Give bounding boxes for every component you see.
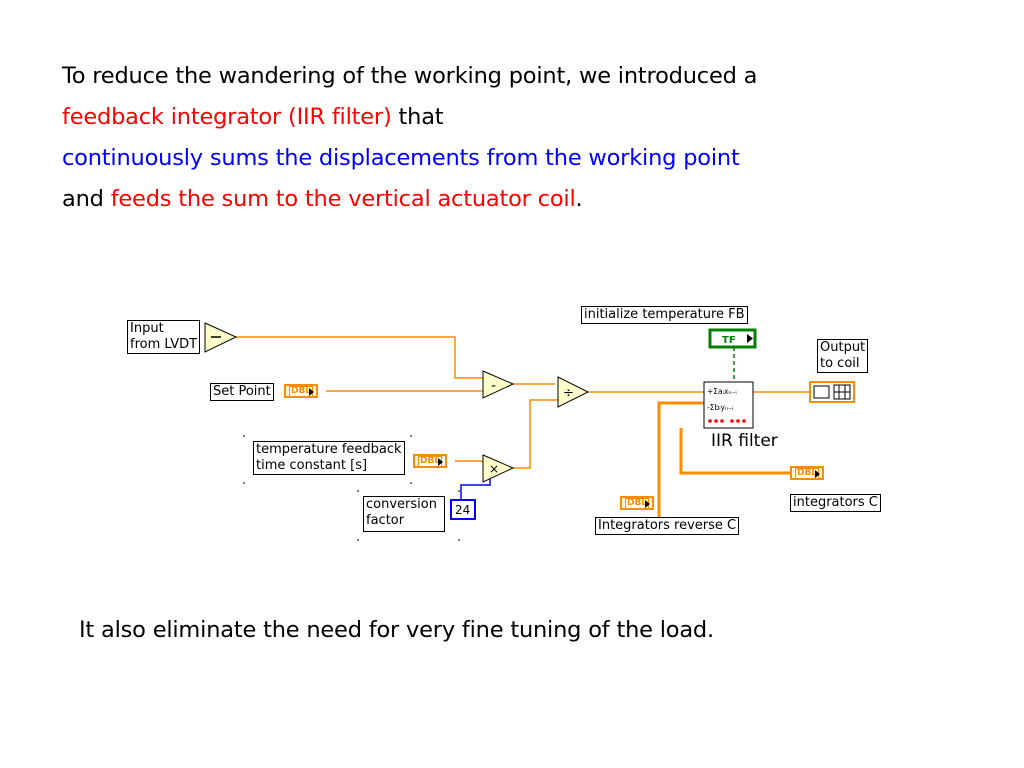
arrow-right-icon — [309, 388, 314, 396]
multiply-node-icon — [482, 454, 515, 483]
iir-formula-bottom: -Σbᵢyₙ₋ᵢ — [707, 403, 733, 412]
arrow-right-icon — [815, 470, 820, 478]
intro-line-1: To reduce the wandering of the working p… — [62, 56, 1002, 97]
conversion-label-line-2: factor — [366, 513, 405, 528]
output-label-line-2: to coil — [820, 356, 860, 371]
intro-red-1: feedback integrator (IIR filter) — [62, 104, 392, 130]
integrators-reverse-c-label: Integrators reverse C — [595, 517, 740, 535]
input-label-line-1: Input — [130, 321, 164, 336]
intro-line-4: and feeds the sum to the vertical actuat… — [62, 179, 1002, 220]
bool-control-text: TF — [722, 335, 736, 346]
wire-input — [236, 336, 483, 379]
output-label-line-1: Output — [820, 340, 866, 355]
intro-text-4: . — [575, 186, 583, 212]
temp-label-line-1: temperature feedback — [256, 442, 402, 457]
divide-node-icon — [557, 376, 590, 408]
wire-product — [513, 399, 560, 469]
wire-int-c — [679, 428, 790, 475]
bool-arrow-icon — [747, 334, 753, 343]
setpoint-dbl-control[interactable]: DBL — [284, 384, 318, 398]
conversion-label-line-1: conversion — [366, 497, 437, 512]
subtract-node-icon — [482, 370, 515, 399]
intro-text-3: and — [62, 186, 111, 212]
conversion-factor-label: conversion factor — [363, 496, 445, 532]
integrators-c-label: integrators C — [790, 494, 881, 512]
selection-marks — [243, 435, 460, 541]
output-array-indicator — [809, 381, 855, 403]
wire-conversion — [460, 475, 491, 500]
conversion-value: 24 — [455, 503, 470, 517]
integrators-c-dbl-indicator: DBL — [790, 466, 824, 480]
multiply-symbol: × — [489, 462, 499, 476]
footer-text: It also eliminate the need for very fine… — [79, 617, 714, 643]
iir-filter-caption: IIR filter — [711, 431, 778, 451]
intro-line-2: feedback integrator (IIR filter) that — [62, 97, 1002, 138]
arrow-right-icon — [438, 458, 443, 466]
temp-label-line-2: time constant [s] — [256, 458, 368, 473]
integrators-rev-dbl-control[interactable]: DBL — [620, 496, 654, 510]
setpoint-label: Set Point — [210, 383, 274, 401]
intro-paragraph: To reduce the wandering of the working p… — [62, 56, 1002, 220]
input-lvdt-label: Input from LVDT — [127, 320, 201, 354]
intro-blue: continuously sums the displacements from… — [62, 145, 740, 171]
iir-formula-top: +Σaᵢxₙ₋ᵢ — [707, 387, 737, 396]
init-temp-fb-label: initialize temperature FB — [581, 306, 748, 324]
intro-red-2: feeds the sum to the vertical actuator c… — [110, 186, 576, 212]
divide-symbol: ÷ — [563, 386, 574, 401]
intro-text-1: To reduce the wandering of the working p… — [62, 63, 758, 89]
temp-dbl-control[interactable]: DBL — [413, 454, 447, 468]
arrow-right-icon — [645, 500, 650, 508]
bool-control-frame — [708, 328, 757, 349]
iir-filter-dots — [708, 419, 746, 423]
input-label-line-2: from LVDT — [130, 337, 198, 352]
subtract-symbol: - — [491, 378, 496, 394]
output-array-icon — [813, 385, 830, 399]
output-coil-label: Output to coil — [817, 339, 869, 373]
intro-line-3: continuously sums the displacements from… — [62, 138, 1002, 179]
intro-text-2: that — [391, 104, 444, 130]
temp-feedback-label: temperature feedback time constant [s] — [253, 441, 405, 475]
conversion-constant — [450, 499, 476, 520]
